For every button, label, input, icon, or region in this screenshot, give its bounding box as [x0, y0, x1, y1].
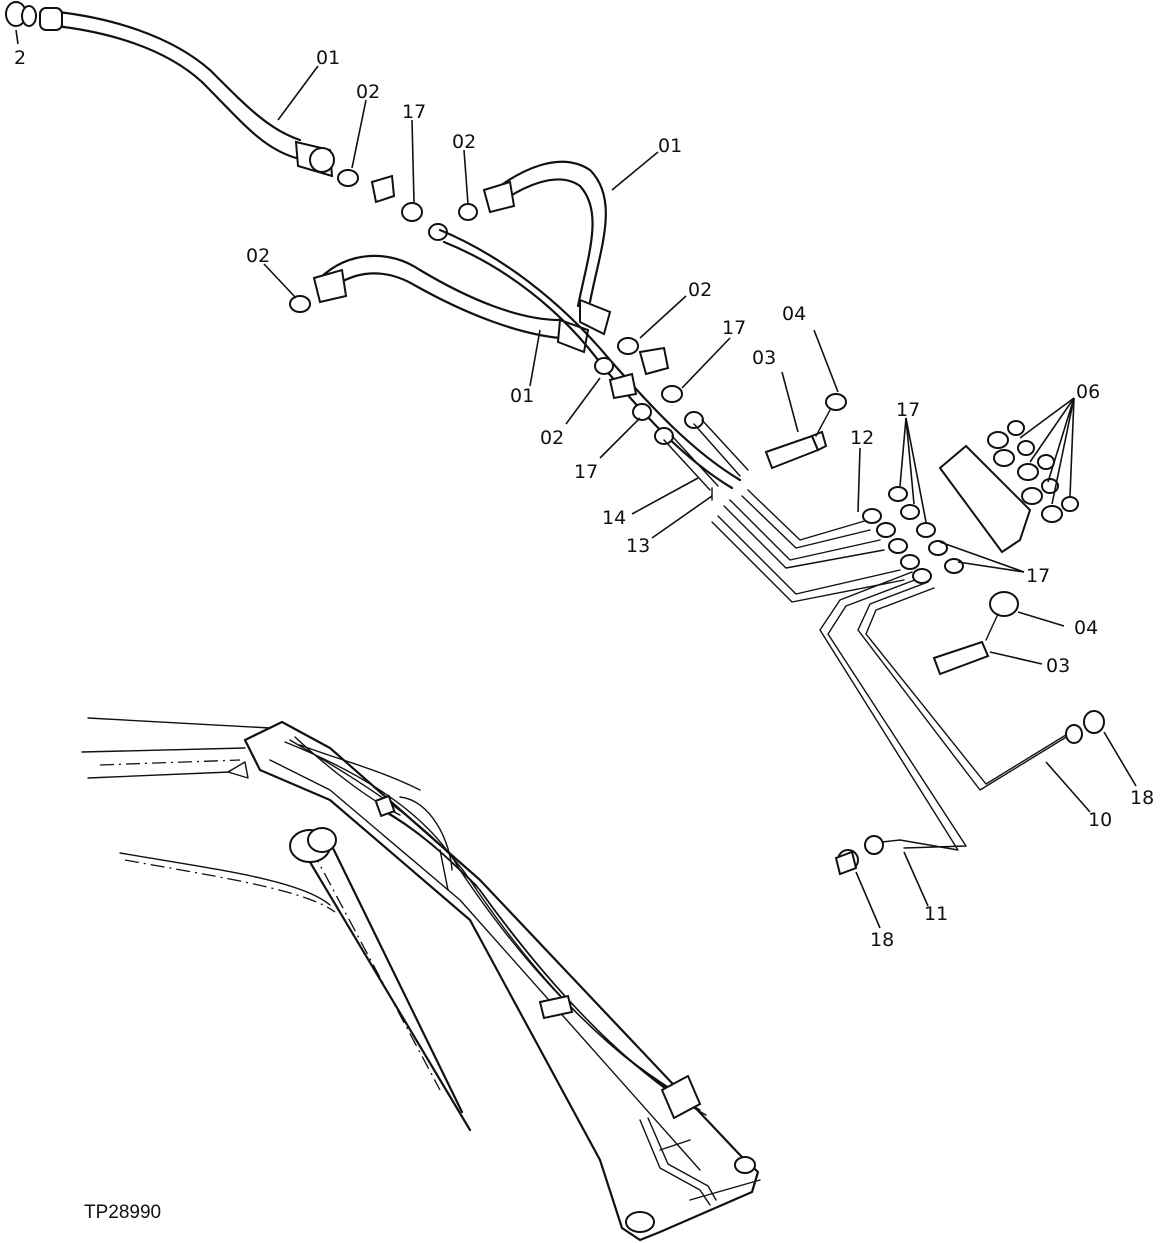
- leader-lines: [15, 29, 1137, 929]
- callout-10-tube: 10: [1088, 809, 1112, 831]
- callout-02-fitting-a: 02: [356, 81, 380, 103]
- callout-06-connectors: 06: [1076, 381, 1100, 403]
- valve-block: [888, 420, 1079, 574]
- callout-01-hose-top: 01: [316, 47, 340, 69]
- callout-02-fitting-e: 02: [540, 427, 564, 449]
- callout-02-fitting-d: 02: [688, 279, 712, 301]
- callout-18-fitting-right: 18: [1130, 787, 1154, 809]
- callout-01-hose-middle: 01: [510, 385, 534, 407]
- callout-17-fitting-b: 17: [722, 317, 746, 339]
- callout-11-tube: 11: [924, 903, 948, 925]
- brackets: [764, 393, 1019, 676]
- callout-03-bracket-upper: 03: [752, 347, 776, 369]
- callout-17-fitting-a: 17: [402, 101, 426, 123]
- boom-structure: [81, 717, 761, 1242]
- callout-12-tube: 12: [850, 427, 874, 449]
- callout-04-bolt-upper: 04: [782, 303, 806, 325]
- callout-14-tube: 14: [602, 507, 626, 529]
- callout-13-tube: 13: [626, 535, 650, 557]
- callout-03-bracket-lower: 03: [1046, 655, 1070, 677]
- callout-02-fitting-c: 02: [246, 245, 270, 267]
- callout-17-fitting-d: 17: [896, 399, 920, 421]
- callout-04-bolt-lower: 04: [1074, 617, 1098, 639]
- callout-17-fitting-e: 17: [1026, 565, 1050, 587]
- callouts: 2 01 02 17 02 01 02 01 02 02 17 17 04 03…: [14, 47, 1154, 951]
- callout-2: 2: [14, 47, 26, 69]
- callout-18-fitting-left: 18: [870, 929, 894, 951]
- hoses: [5, 1, 742, 490]
- callout-17-fitting-c: 17: [574, 461, 598, 483]
- center-fittings: [594, 337, 704, 445]
- callout-01-hose-upper: 01: [658, 135, 682, 157]
- figure-reference: TP28990: [84, 1202, 161, 1223]
- tubes: [663, 419, 1105, 876]
- callout-02-fitting-b: 02: [452, 131, 476, 153]
